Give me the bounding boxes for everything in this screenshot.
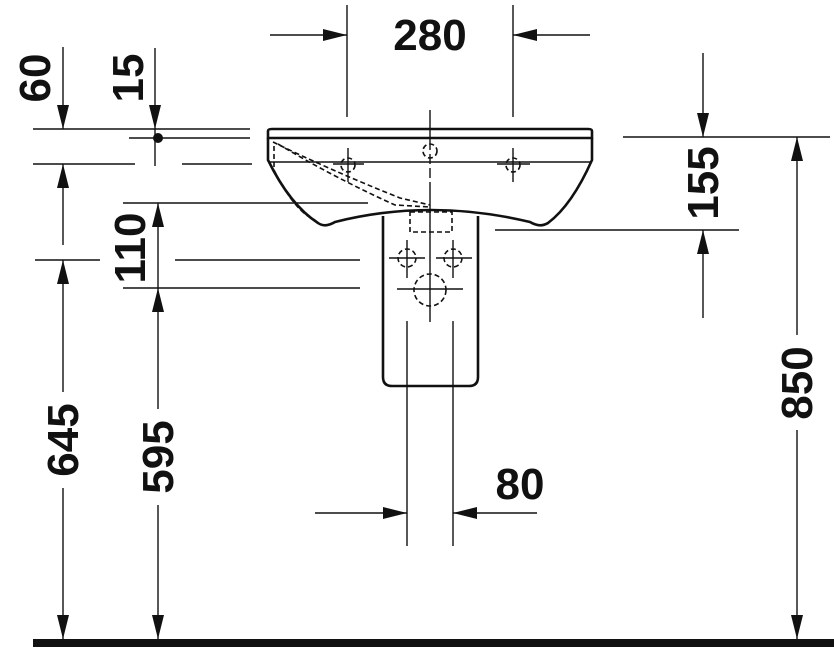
dimension-60: 60 xyxy=(11,47,252,245)
floor-line xyxy=(33,639,834,647)
overflow-marker-dot xyxy=(153,133,163,143)
dim-595-label: 595 xyxy=(134,420,183,493)
dim-110-label: 110 xyxy=(106,213,155,284)
dim-280-label: 280 xyxy=(393,11,466,60)
dimension-110: 110 xyxy=(106,202,368,289)
dimension-850: 850 xyxy=(773,137,822,639)
dim-850-label: 850 xyxy=(773,346,822,419)
dimension-595: 595 xyxy=(134,288,183,639)
washbasin-outline xyxy=(266,110,594,240)
dimension-280: 280 xyxy=(270,5,590,117)
dim-155-label: 155 xyxy=(679,146,728,219)
dimension-15: 15 xyxy=(104,48,250,166)
dim-80-label: 80 xyxy=(496,460,545,509)
semi-pedestal-outline xyxy=(381,216,480,546)
dim-15-label: 15 xyxy=(104,54,153,103)
dimension-645: 645 xyxy=(35,259,100,639)
dimension-155: 155 xyxy=(495,53,830,318)
dim-60-label: 60 xyxy=(11,54,60,103)
dimension-80: 80 xyxy=(315,460,544,519)
dim-645-label: 645 xyxy=(39,403,88,476)
